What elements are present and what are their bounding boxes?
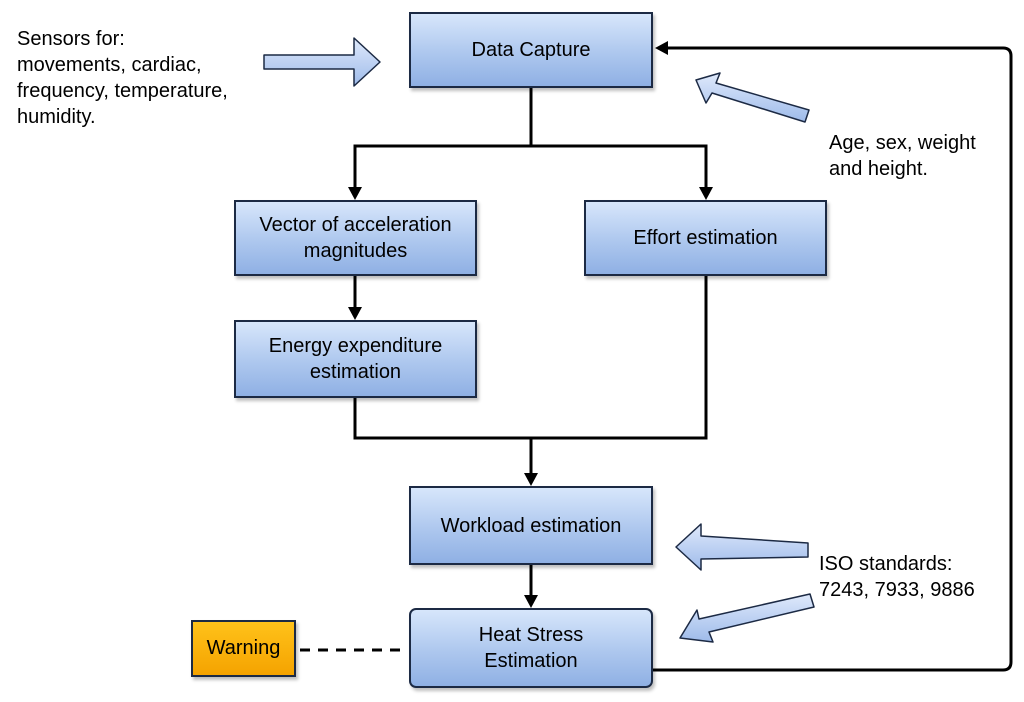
age-note-line2: and height. xyxy=(829,158,928,180)
vector-accel-box: Vector of acceleration magnitudes xyxy=(234,200,477,276)
age-note: Age, sex, weight and height. xyxy=(829,130,976,182)
arrowhead-effort xyxy=(699,187,713,200)
energy-label-line2: estimation xyxy=(309,361,402,383)
iso-note-line1: ISO standards: xyxy=(819,553,953,575)
heat-stress-label-line1: Heat Stress xyxy=(478,624,584,646)
arrowhead-feedback xyxy=(655,41,668,55)
vector-accel-label-line2: magnitudes xyxy=(303,240,408,262)
heat-stress-box: Heat Stress Estimation xyxy=(409,608,653,688)
sensors-note-line2: movements, cardiac, xyxy=(17,54,202,76)
iso-note-line2: 7243, 7933, 9886 xyxy=(819,579,975,601)
sensors-note-line4: humidity. xyxy=(17,106,96,128)
heat-input-arrow xyxy=(679,593,815,643)
connector-capture-split xyxy=(353,88,533,190)
energy-label-line1: Energy expenditure xyxy=(268,335,443,357)
arrowhead-vector xyxy=(348,187,362,200)
age-note-line1: Age, sex, weight xyxy=(829,132,976,154)
arrowhead-heat xyxy=(524,595,538,608)
age-input-arrow xyxy=(695,72,810,123)
connector-feedback-loop xyxy=(652,46,1013,672)
data-capture-label: Data Capture xyxy=(471,39,591,61)
heat-stress-label-line2: Estimation xyxy=(484,650,578,672)
arrowhead-energy xyxy=(348,307,362,320)
sensors-input-arrow xyxy=(263,37,381,87)
data-capture-box: Data Capture xyxy=(409,12,653,88)
effort-label: Effort estimation xyxy=(633,227,778,249)
connector-split-effort xyxy=(531,144,708,190)
vector-accel-label-line1: Vector of acceleration xyxy=(259,214,452,236)
sensors-note: Sensors for: movements, cardiac, frequen… xyxy=(17,26,228,130)
arrowhead-workload xyxy=(524,473,538,486)
iso-note: ISO standards: 7243, 7933, 9886 xyxy=(819,551,975,603)
sensors-note-line1: Sensors for: xyxy=(17,28,125,50)
warning-label: Warning xyxy=(206,637,281,659)
sensors-note-line3: frequency, temperature, xyxy=(17,80,228,102)
workload-label: Workload estimation xyxy=(440,514,622,537)
warning-box: Warning xyxy=(191,620,296,677)
iso-input-arrow xyxy=(675,523,809,571)
effort-box: Effort estimation xyxy=(584,200,827,276)
energy-box: Energy expenditure estimation xyxy=(234,320,477,398)
workload-box: Workload estimation xyxy=(409,486,653,565)
